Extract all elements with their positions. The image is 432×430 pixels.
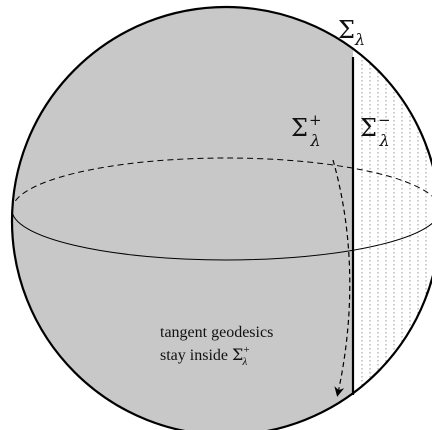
annotation-line-2: stay inside Σ+λ [160,344,250,368]
equator-back [11,157,432,211]
annotation-line-1: tangent geodesics [160,324,273,341]
tangent-geodesic-arrow [332,159,351,397]
sphere-outline [10,5,432,430]
label-sigma-plus: Σ+λ [291,111,322,150]
label-sigma-lambda: Σλ [338,16,365,49]
equator-front [11,209,432,261]
sigma-plus-region [12,7,353,430]
label-sigma-minus: Σ−λ [360,111,391,150]
